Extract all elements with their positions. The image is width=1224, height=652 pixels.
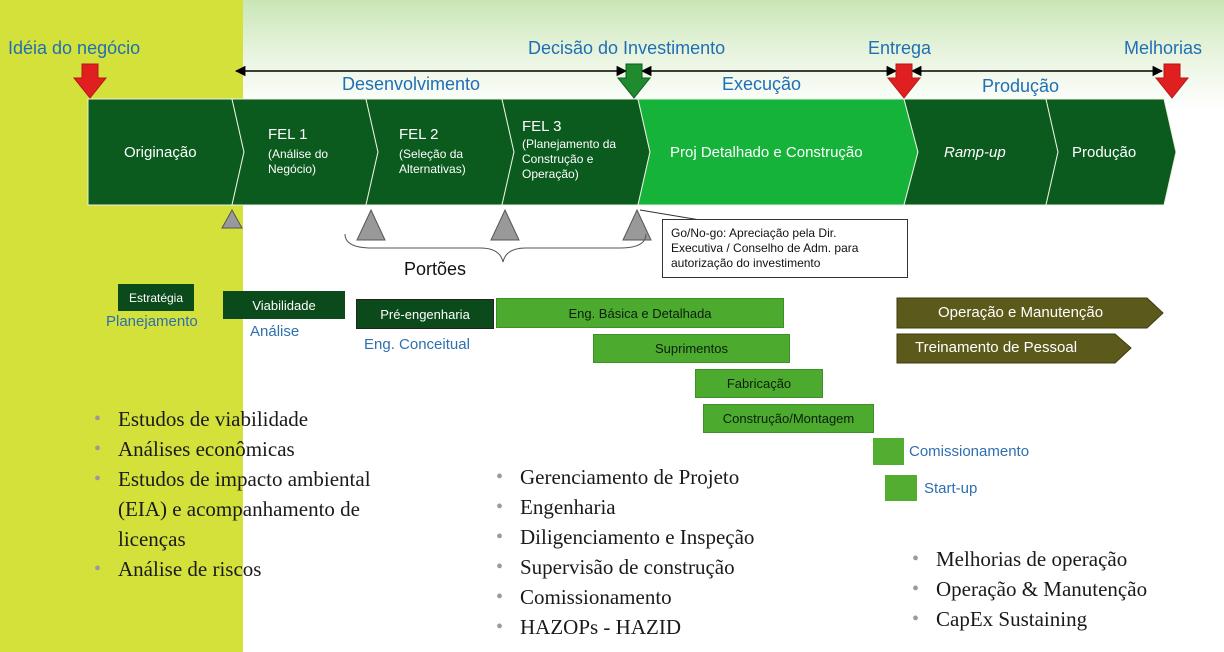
milestone-delivery-label: Entrega <box>868 38 932 58</box>
milestone-decision-label: Decisão do Investimento <box>528 38 726 58</box>
stage-fel2-sub: (Seleção da Alternativas) <box>399 147 466 176</box>
activity-comissionamento-box <box>873 438 904 465</box>
milestone-idea-label: Idéia do negócio <box>8 38 141 58</box>
list-item: •Análises econômicas <box>94 437 295 461</box>
activity-operacao-label: Operação e Manutenção <box>938 304 1104 321</box>
list-item: •Estudos de impacto ambiental (EIA) e ac… <box>94 467 371 551</box>
list-item: •HAZOPs - HAZID <box>496 615 681 639</box>
activity-startup-box <box>885 475 917 501</box>
list-item: •Operação & Manutenção <box>912 577 1148 601</box>
milestone-decision-arrow <box>616 63 652 99</box>
stage-fel2-title: FEL 2 <box>399 126 439 143</box>
list-item: •Supervisão de construção <box>496 555 735 579</box>
stage-fel1-sub: (Análise do Negócio) <box>268 147 329 176</box>
activity-pre-engenharia: Pré-engenharia <box>356 299 494 329</box>
stage-fel1-title: FEL 1 <box>268 126 308 143</box>
activity-viabilidade: Viabilidade <box>223 291 345 319</box>
list-item: •Diligenciamento e Inspeção <box>496 525 755 549</box>
stage-rampup-title: Ramp-up <box>944 144 1006 161</box>
olive-arrows <box>896 297 1164 364</box>
activity-planejamento-label: Planejamento <box>106 313 198 330</box>
activity-treinamento-label: Treinamento de Pessoal <box>915 339 1078 356</box>
gate-triangle-4 <box>622 208 652 241</box>
middle-bullet-list: •Gerenciamento de Projeto •Engenharia •D… <box>496 462 816 642</box>
list-item: •Análise de riscos <box>94 557 262 581</box>
go-nogo-callout: Go/No-go: Apreciação pela Dir. Executiva… <box>662 219 908 278</box>
activity-construcao: Construção/Montagem <box>703 404 874 433</box>
process-diagram <box>72 63 1190 263</box>
left-bullet-list: •Estudos de viabilidade •Análises econôm… <box>94 404 424 584</box>
stage-chevron-production <box>1045 98 1177 206</box>
stage-origination-title: Originação <box>124 144 197 161</box>
activity-comissionamento-label: Comissionamento <box>909 443 1030 460</box>
right-bullet-list: •Melhorias de operação •Operação & Manut… <box>912 544 1212 634</box>
gate-triangle-1 <box>221 208 243 229</box>
list-item: •Engenharia <box>496 495 616 519</box>
gate-triangle-2 <box>356 208 386 241</box>
milestone-delivery-arrow <box>886 63 922 99</box>
stage-detailed-title: Proj Detalhado e Construção <box>670 144 863 161</box>
activity-fabricacao: Fabricação <box>695 369 823 398</box>
list-item: •Melhorias de operação <box>912 547 1128 571</box>
callout-pointer <box>639 209 701 221</box>
gates-label: Portões <box>404 259 467 279</box>
phase-production-label: Produção <box>982 76 1060 96</box>
list-item: •Estudos de viabilidade <box>94 407 309 431</box>
top-gradient-band <box>243 0 1224 110</box>
operacao-arrow-shape <box>896 297 1164 329</box>
stage-fel3-title: FEL 3 <box>522 118 562 135</box>
milestone-improvements-label: Melhorias <box>1124 38 1203 58</box>
activity-analise-label: Análise <box>250 323 300 340</box>
stage-production-title: Produção <box>1072 144 1137 161</box>
gate-triangle-3 <box>490 208 520 241</box>
list-item: •Comissionamento <box>496 585 672 609</box>
list-item: •Gerenciamento de Projeto <box>496 465 740 489</box>
activity-suprimentos: Suprimentos <box>593 334 790 363</box>
activity-eng-basica: Eng. Básica e Detalhada <box>496 298 784 328</box>
gates-brace <box>344 233 647 263</box>
milestone-improvements-arrow <box>1154 63 1190 99</box>
milestone-idea-arrow <box>72 63 108 99</box>
treinamento-arrow-shape <box>896 333 1132 364</box>
phase-execution-label: Execução <box>722 74 802 94</box>
activity-eng-conceitual-label: Eng. Conceitual <box>364 336 470 353</box>
list-item: •CapEx Sustaining <box>912 607 1088 631</box>
phase-development-label: Desenvolvimento <box>342 74 481 94</box>
activity-startup-label: Start-up <box>924 480 978 497</box>
activity-estrategia: Estratégia <box>118 284 194 311</box>
stage-fel3-sub: (Planejamento da Construção e Operação) <box>522 137 617 181</box>
